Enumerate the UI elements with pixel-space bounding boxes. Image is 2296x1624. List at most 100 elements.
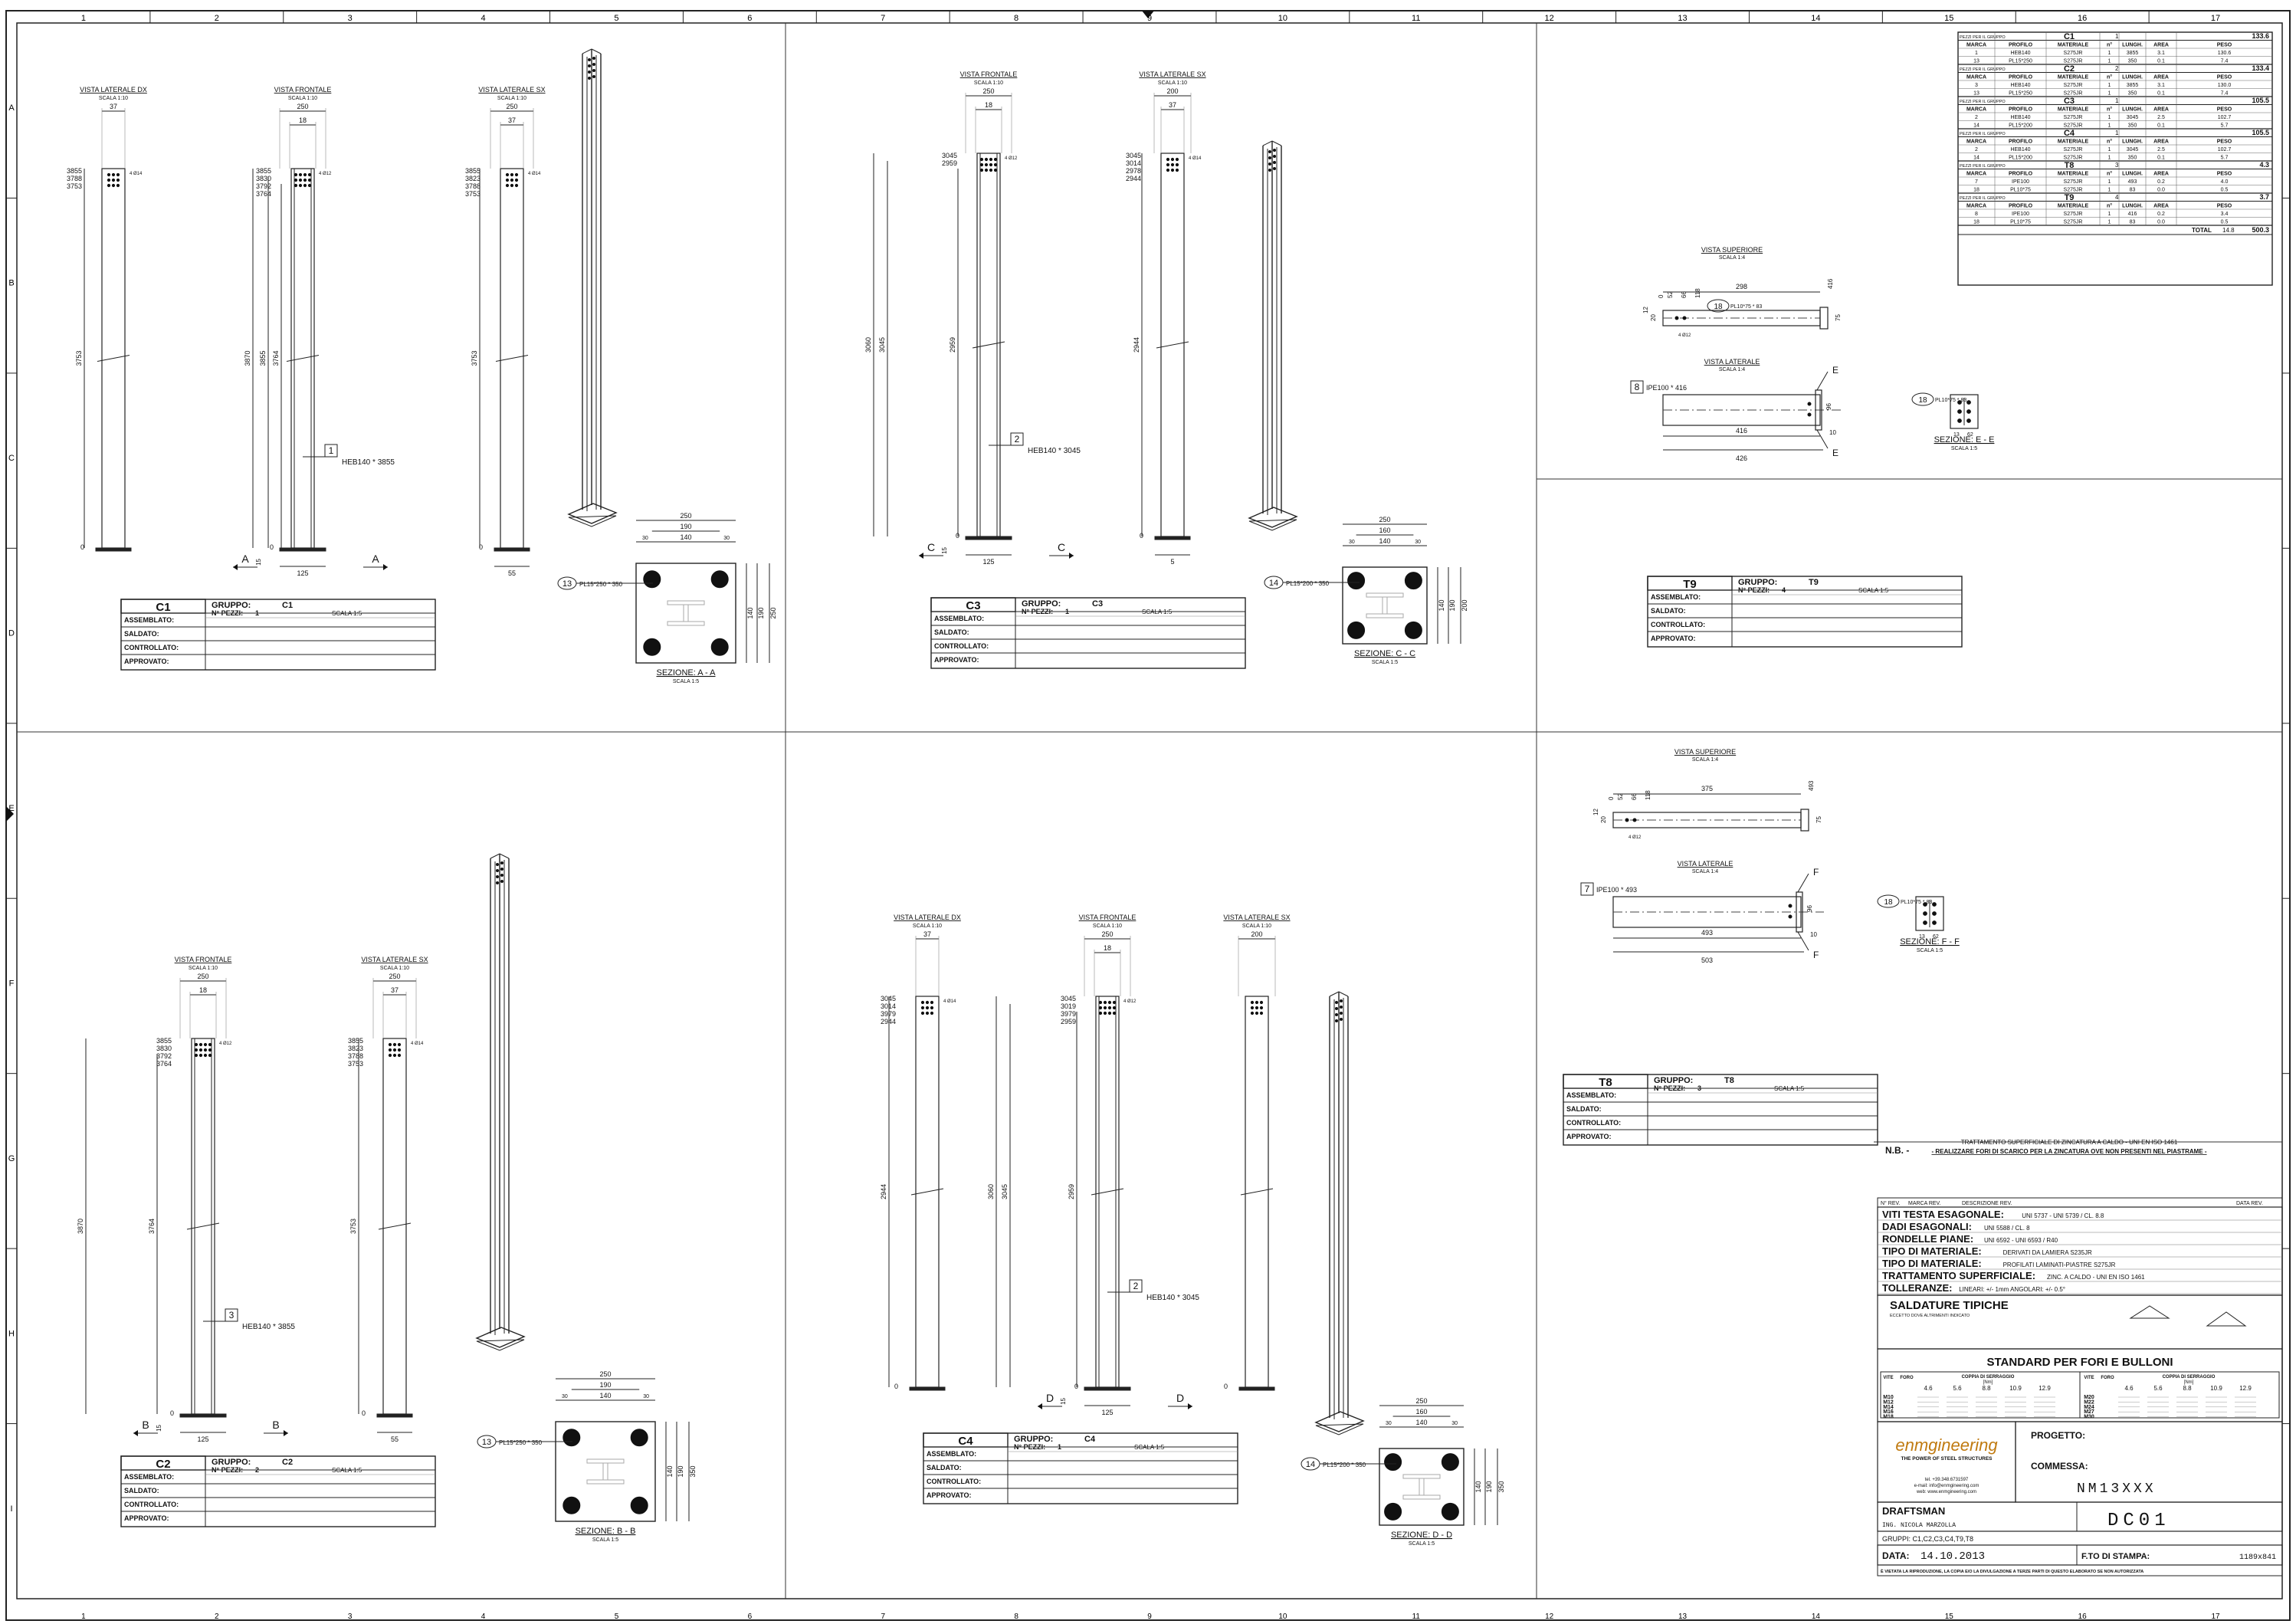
bom-cell: 3 xyxy=(1975,83,1978,88)
member-label: PL15*200 * 350 xyxy=(1323,1462,1366,1468)
dim-text: 15 xyxy=(1060,1397,1067,1404)
bolt-hole xyxy=(1112,1011,1117,1015)
grid-row-label: H xyxy=(8,1329,15,1338)
dim-text: 3855 xyxy=(465,167,481,175)
dim-text: 3792 xyxy=(256,182,271,190)
bolt-hole xyxy=(500,874,503,877)
bom-header-cell: MATERIALE xyxy=(2058,75,2089,80)
bolt-col-head: VITE xyxy=(2084,1376,2094,1380)
bom-group-code: C3 xyxy=(2064,97,2075,106)
bolt-hole xyxy=(1632,818,1637,822)
section-title: SEZIONE: A - A xyxy=(656,668,716,677)
bom-header-cell: AREA xyxy=(2153,139,2169,145)
bolt-hole xyxy=(920,1011,925,1015)
member-label: PL10*75 * 83 xyxy=(1935,398,1966,403)
bom-cell: S275JR xyxy=(2064,59,2083,64)
hole-callout: 4 Ø12 xyxy=(219,1042,232,1046)
break-line xyxy=(1156,341,1189,349)
bom-header-cell: n° xyxy=(2107,107,2112,113)
dim-text: 66 xyxy=(1631,793,1638,800)
bom-group-code: T9 xyxy=(2065,193,2075,202)
dim-text: 96 xyxy=(1806,905,1813,912)
bom-cell: 14 xyxy=(1973,156,1979,161)
grid-col-label: 2 xyxy=(215,14,219,23)
mark-box xyxy=(1129,1279,1143,1293)
bolt-hole xyxy=(303,178,307,182)
bolt-grade: 10.9 xyxy=(2210,1385,2222,1392)
nb-label: N.B. - xyxy=(1885,1145,1909,1156)
dim-text: 2959 xyxy=(942,159,957,167)
bom-header-cell: MATERIALE xyxy=(2058,43,2089,48)
rev-col: DATA REV. xyxy=(2236,1201,2263,1206)
view-title: VISTA FRONTALE xyxy=(1079,914,1137,921)
grid-col-label: 15 xyxy=(1944,14,1953,23)
dim-text: 3045 xyxy=(878,337,886,353)
assemblato-label: ASSEMBLATO: xyxy=(124,616,174,624)
bolt-hole xyxy=(1098,1011,1103,1015)
dim-text: 3045 xyxy=(1061,995,1076,1002)
bom-header-cell: AREA xyxy=(2153,43,2169,48)
member-label: HEB140 * 3045 xyxy=(1028,447,1081,455)
view-scale: SCALA 1:5 xyxy=(1409,1541,1435,1547)
bom-cell: 4.0 xyxy=(2221,179,2229,185)
disclaimer-row xyxy=(1877,1564,2283,1576)
grid-col-label: 3 xyxy=(348,14,353,23)
bolt-col-head: VITE xyxy=(1883,1376,1893,1380)
bom-header-cell: AREA xyxy=(2153,107,2169,113)
view-scale: SCALA 1:5 xyxy=(1372,660,1398,665)
title-block: N° REV.MARCA REV.DESCRIZIONE REV.DATA RE… xyxy=(1877,1197,2283,1576)
section-title: SEZIONE: C - C xyxy=(1354,649,1415,658)
bolt-hole xyxy=(496,869,499,872)
bom-total-weight: 500.3 xyxy=(2252,226,2269,234)
dim-text: 140 xyxy=(746,607,754,618)
bolt-hole xyxy=(984,157,989,162)
bom-cell: 3045 xyxy=(2127,147,2139,153)
controllato-label: CONTROLLATO: xyxy=(124,644,179,651)
dim-text: 3830 xyxy=(156,1045,172,1052)
bom-header-cell: LUNGH. xyxy=(2122,75,2143,80)
rev-col: MARCA REV. xyxy=(1908,1201,1941,1206)
end-plate-top xyxy=(1819,307,1829,330)
dim-text: 2959 xyxy=(1068,1184,1075,1199)
bolt-hole xyxy=(1166,162,1170,167)
bom-cell: 3855 xyxy=(2127,83,2139,88)
bom-group-qty: 3 xyxy=(2115,162,2119,169)
bom-cell: 1 xyxy=(2108,51,2111,56)
dim-text: 2959 xyxy=(949,337,956,353)
bolt-hole xyxy=(920,1000,925,1005)
bom-cell: 0.2 xyxy=(2157,179,2165,185)
spec-value: UNI 6592 - UNI 6593 / R40 xyxy=(1984,1237,2058,1244)
bom-cell: 3.1 xyxy=(2157,83,2165,88)
bolt-grade: 4.6 xyxy=(2124,1385,2134,1392)
format-value: 1189x841 xyxy=(2239,1553,2276,1562)
bom-header-cell: MARCA xyxy=(1966,172,1986,177)
commessa-value: NM13XXX xyxy=(2077,1481,2157,1497)
commessa-label: COMMESSA: xyxy=(2031,1461,2088,1471)
bom-cell: 83 xyxy=(2130,188,2136,193)
bolt-col-head: FORO xyxy=(2101,1376,2114,1380)
mark-number: 3 xyxy=(229,1310,235,1321)
bom-cell: PL15*200 xyxy=(2009,156,2032,161)
weld-symbol xyxy=(2206,1311,2247,1327)
dim-text: 125 xyxy=(982,558,994,566)
dim-text: 12 xyxy=(1592,809,1599,815)
approvato-label: APPROVATO: xyxy=(124,658,169,665)
grid-col-label-bottom: 3 xyxy=(348,1613,353,1621)
bolt-hole xyxy=(1957,400,1962,405)
bolt-hole xyxy=(979,157,984,162)
bom-cell: IPE100 xyxy=(2012,212,2029,217)
bolt-col-head: [Nm] xyxy=(1983,1380,1993,1385)
dim-text: 30 xyxy=(1415,540,1421,545)
bom-cell: 416 xyxy=(2128,212,2137,217)
dim-text: 160 xyxy=(1415,1408,1427,1416)
grid-col-label-bottom: 1 xyxy=(81,1613,86,1621)
bom-total-label: TOTAL xyxy=(2192,227,2212,234)
iso-edge xyxy=(490,853,500,859)
dim-text: 250 xyxy=(982,87,994,95)
view-scale: SCALA 1:4 xyxy=(1692,869,1718,874)
anchor-hole xyxy=(1347,621,1366,639)
member-label: HEB140 * 3855 xyxy=(342,458,395,467)
bolt-hole xyxy=(203,1042,208,1047)
